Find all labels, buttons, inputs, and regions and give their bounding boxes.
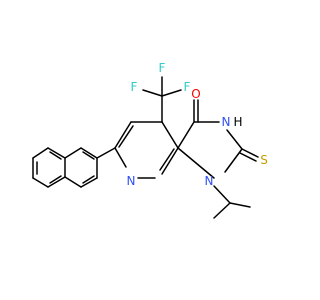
pyridine-ring <box>114 121 179 179</box>
molecule-canvas: F F F O N H N N S <box>32 61 268 219</box>
nitrogen-atom-label: N <box>205 174 214 188</box>
fluorine-atom-label: F <box>184 80 191 94</box>
isopropyl-group <box>213 185 251 219</box>
nitrogen-atom-label: N <box>222 115 231 129</box>
sulfur-atom-label: S <box>260 153 268 167</box>
naphthalene-ring-left <box>32 147 66 188</box>
nitrogen-atom-label: N <box>127 174 136 188</box>
oxygen-atom-label: O <box>191 87 200 101</box>
molecule-structure: F F F O N H N N S <box>32 61 268 219</box>
thione-bond <box>239 148 259 162</box>
naphthalene-ring-right <box>64 147 98 188</box>
fluorine-atom-label: F <box>131 80 138 94</box>
hydrogen-atom-label: H <box>233 115 242 129</box>
fluorine-atom-label: F <box>159 61 166 75</box>
aryl-link-bond <box>96 147 116 159</box>
trifluoromethyl-group <box>142 76 182 123</box>
pyrimidine-ring <box>177 99 243 179</box>
